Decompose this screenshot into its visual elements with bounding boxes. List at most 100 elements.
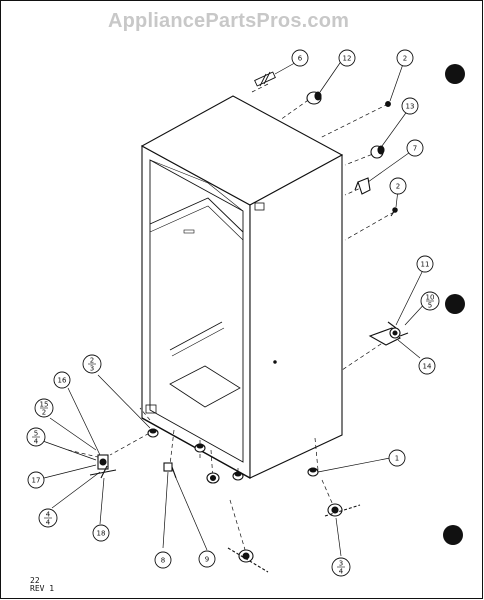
- leader-2a: [319, 103, 389, 139]
- pointer-4-4: [51, 471, 101, 509]
- leg-cap-top: [234, 471, 242, 477]
- hinge-screw: [387, 321, 397, 329]
- part-9-clip-leg: [171, 466, 177, 479]
- pointer-11: [395, 267, 425, 326]
- leveling-legs: [163, 443, 361, 573]
- part-7-bracket: [354, 177, 371, 195]
- binder-hole-middle: [445, 294, 465, 314]
- freezer-divider: [149, 197, 244, 233]
- callout-c18: 18: [92, 524, 110, 542]
- pointer-15-2: [49, 417, 97, 451]
- callout-pointers: [39, 59, 429, 557]
- stud-body: [254, 71, 276, 87]
- callout-number-bottom: 5: [428, 302, 432, 310]
- callout-circle: [198, 550, 216, 568]
- cap-top: [149, 428, 157, 434]
- callout-circle: [53, 371, 71, 389]
- part-6-stud: [254, 71, 276, 87]
- callout-c2-3: 23: [82, 354, 102, 374]
- bushing-end: [314, 91, 322, 101]
- crisper-area: [169, 365, 241, 408]
- callout-c13: 13: [401, 97, 419, 115]
- callout-c6: 6: [291, 49, 309, 67]
- cabinet-drawing: [39, 59, 429, 573]
- footer-page-number: 22: [30, 576, 40, 585]
- freezer-divider-lower: [149, 205, 244, 241]
- pointer-18: [99, 477, 105, 525]
- callout-c7: 7: [406, 139, 424, 157]
- part-8-clip: [163, 462, 173, 472]
- bracket-lip: [354, 181, 359, 191]
- pointer-17: [43, 464, 97, 479]
- roller-bottom-hub: [242, 552, 250, 560]
- pointer-13: [381, 109, 409, 147]
- callout-number: 16: [58, 377, 67, 385]
- callout-number: 12: [343, 55, 352, 63]
- callout-circle: [291, 49, 309, 67]
- part-17-lower-left-hinge: [89, 454, 117, 479]
- callout-circle: [401, 97, 419, 115]
- leader-2b: [344, 211, 395, 241]
- callout-number: 11: [421, 261, 430, 269]
- part-3-cap: [147, 428, 159, 438]
- callout-number: 2: [403, 55, 407, 63]
- leader-roller-right: [314, 437, 319, 471]
- leader-leg-3: [210, 449, 214, 481]
- binder-hole-top: [445, 64, 465, 84]
- callout-circle: [389, 177, 407, 195]
- callout-c16: 16: [53, 371, 71, 389]
- leader-cap-left: [109, 429, 156, 456]
- roller-right-axle: [324, 504, 361, 517]
- cabinet-side-face: [249, 154, 343, 479]
- callout-circle: [27, 471, 45, 489]
- leader-roller-bottom: [229, 499, 247, 554]
- callout-circle: [154, 551, 172, 569]
- callout-number: 6: [298, 55, 303, 63]
- binder-hole-bottom: [443, 525, 463, 545]
- cabinet-dot: [273, 360, 277, 364]
- callout-number-top: 5: [34, 430, 38, 438]
- callout-number: 18: [97, 530, 106, 538]
- pointer-14: [397, 339, 421, 359]
- leader-screw-left: [67, 449, 103, 459]
- leader-13: [344, 151, 379, 166]
- callout-number-top: 2: [90, 357, 94, 365]
- callout-c9: 9: [198, 550, 216, 568]
- callout-number: 14: [423, 363, 432, 371]
- leader-6: [251, 83, 269, 93]
- stud-thread: [263, 71, 271, 85]
- part-14-hinge-assembly: [368, 321, 409, 346]
- callout-number-bottom: 4: [34, 438, 39, 446]
- roller-hub: [209, 474, 217, 482]
- callout-c2b: 2: [389, 177, 407, 195]
- stud-thread: [259, 73, 267, 87]
- callout-number-top: 3: [339, 560, 343, 568]
- callout-number-bottom: 2: [42, 409, 46, 417]
- callout-c12: 12: [338, 49, 356, 67]
- callout-circle: [416, 255, 434, 273]
- callout-circle: [92, 524, 110, 542]
- callout-circle: [338, 49, 356, 67]
- callout-number-bottom: 3: [90, 365, 94, 373]
- leader-leg-1: [169, 429, 175, 466]
- callout-number: 2: [396, 183, 400, 191]
- callout-number-top: 4: [46, 511, 51, 519]
- pointer-2-3: [97, 374, 151, 429]
- bushing-end: [377, 145, 385, 155]
- pointer-1: [317, 457, 391, 473]
- pointer-8: [162, 471, 169, 549]
- leg-cap-top: [196, 443, 204, 449]
- callout-c11: 11: [416, 255, 434, 273]
- callout-number: 9: [205, 556, 209, 564]
- callout-circle: [388, 449, 406, 467]
- hinge-bracket-top: [254, 202, 265, 211]
- part-2-screw-lower: [390, 207, 398, 217]
- callout-c10-5: 105: [420, 291, 440, 311]
- pointer-7: [367, 149, 414, 183]
- leg-cap-right-top: [309, 467, 317, 473]
- watermark-text: AppliancePartsPros.com: [108, 10, 350, 32]
- part-12-bushing: [306, 91, 322, 105]
- bracket-body: [357, 177, 371, 195]
